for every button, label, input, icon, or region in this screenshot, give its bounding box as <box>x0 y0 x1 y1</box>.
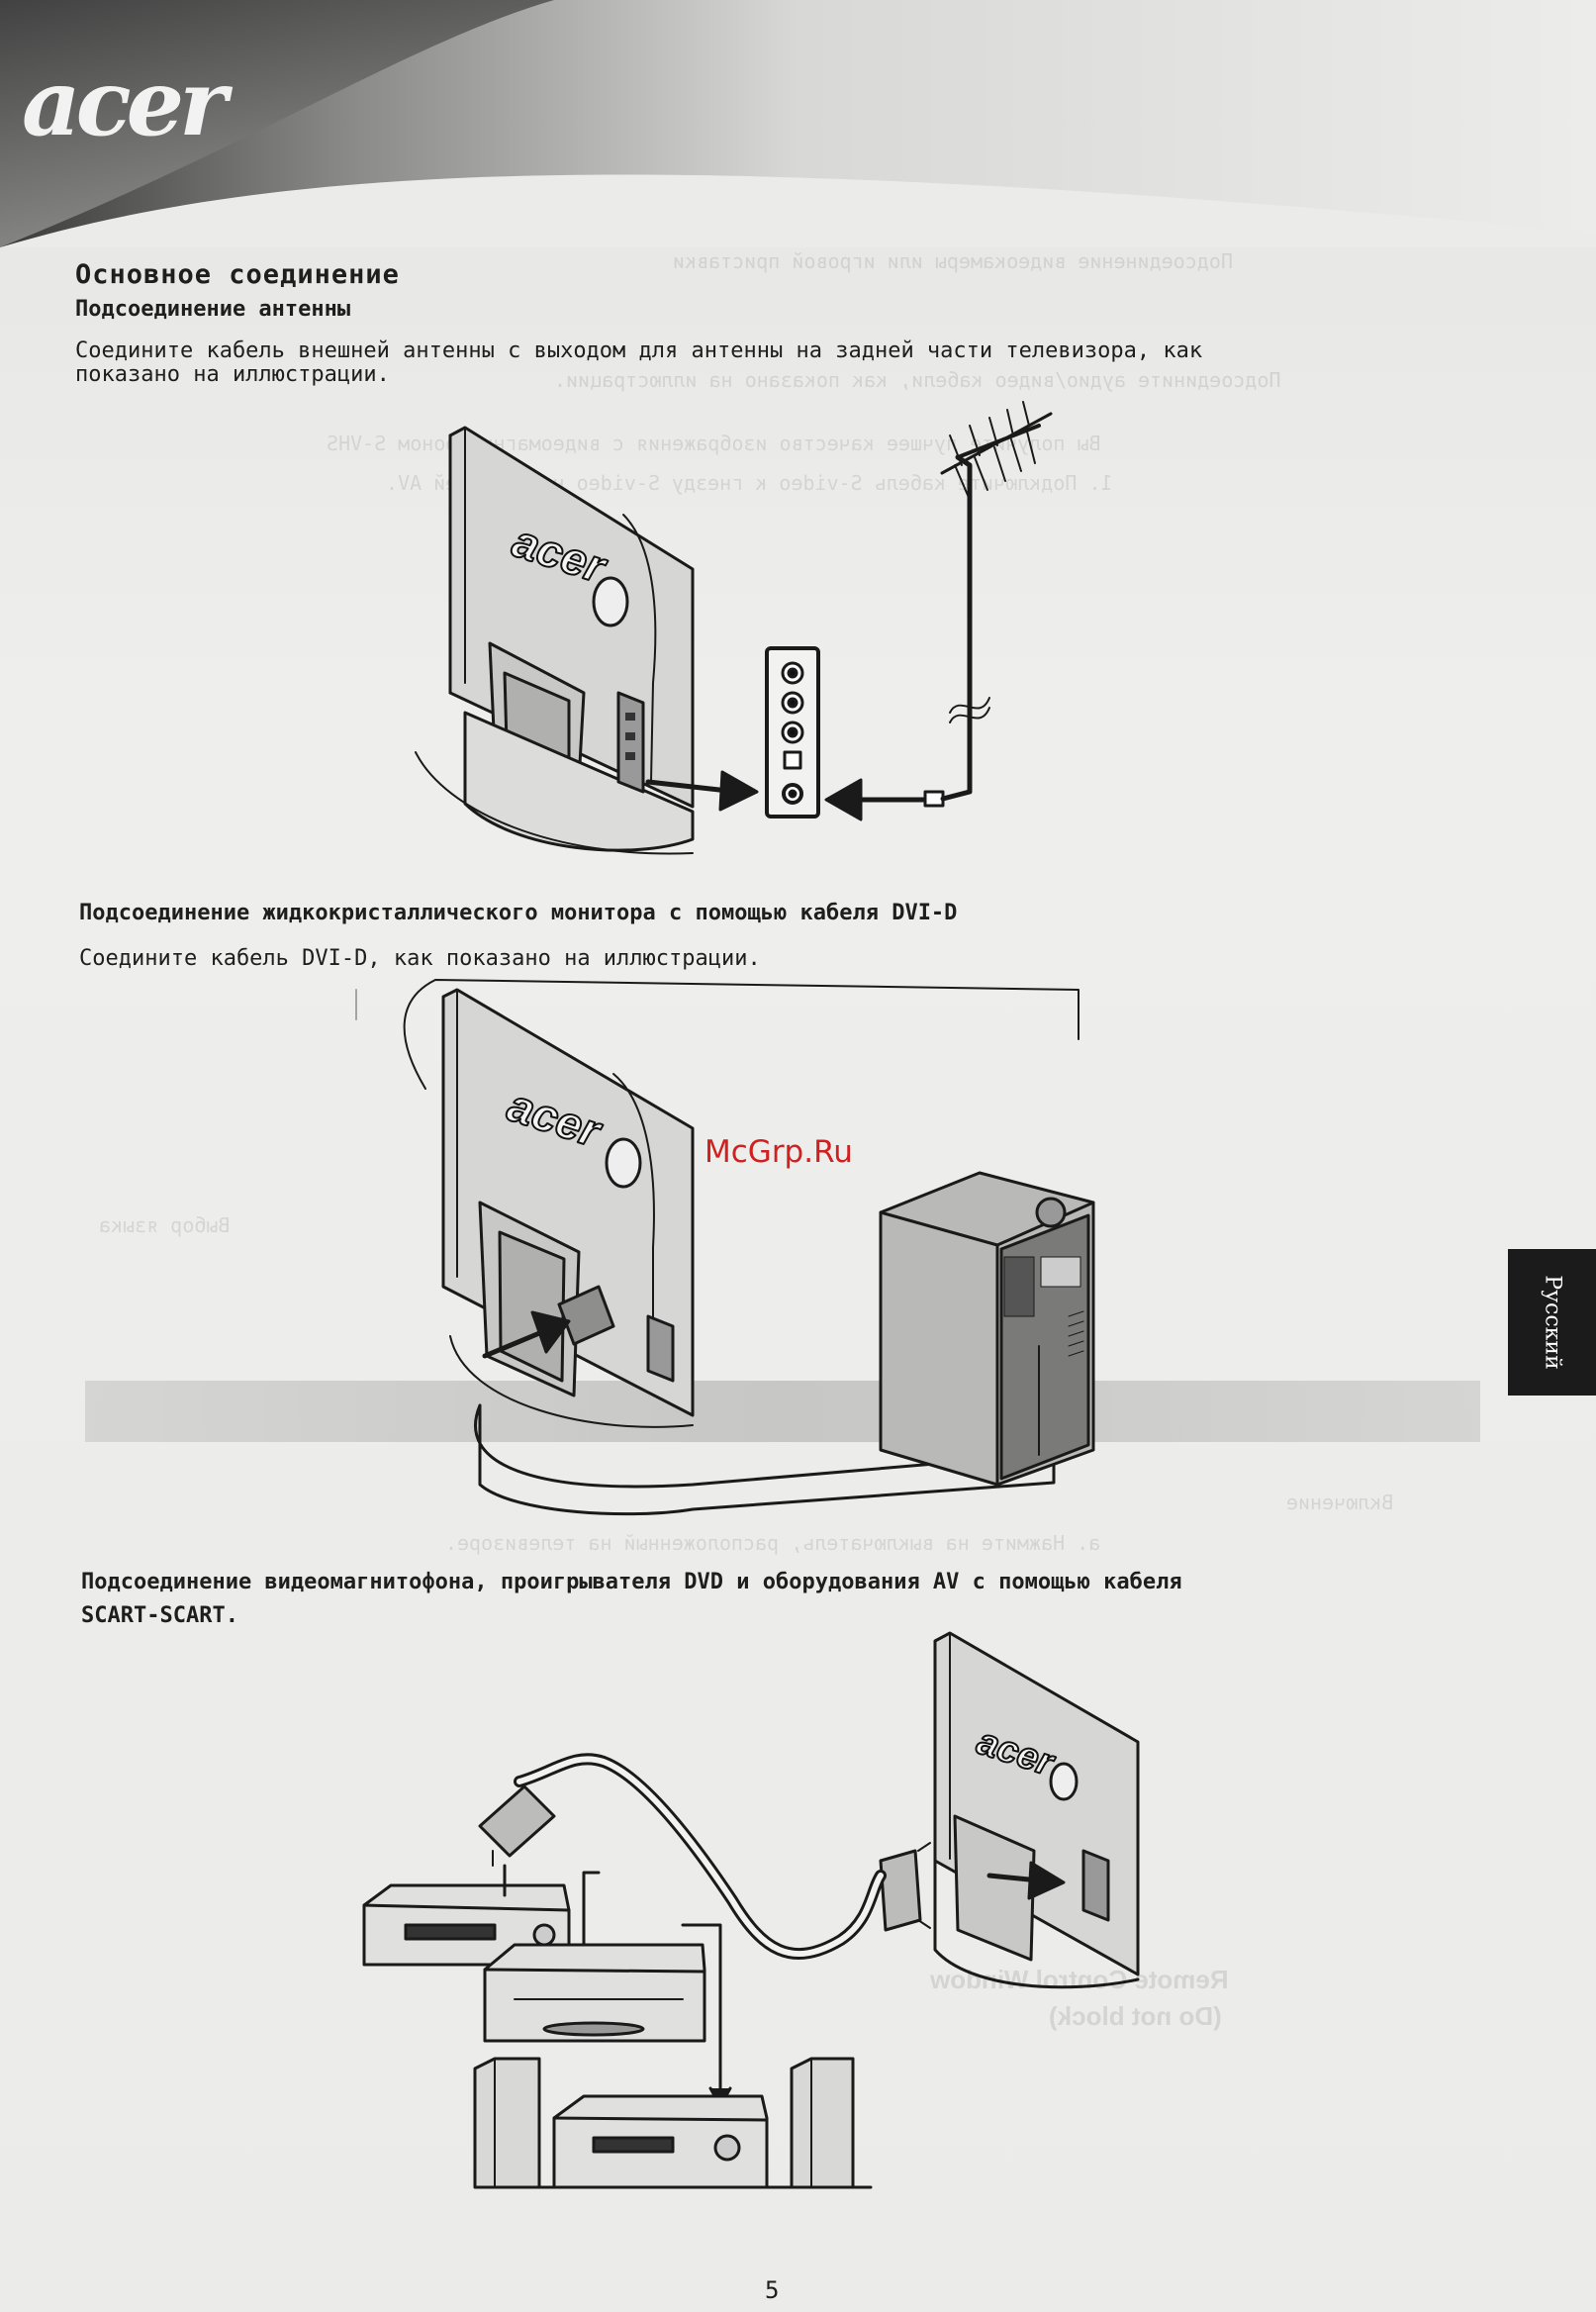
tv-dvi-pc-figure: acer <box>355 979 1095 1516</box>
scart-heading-line2: SCART-SCART. <box>81 1603 238 1628</box>
dvi-body: Соедините кабель DVI-D, как показано на … <box>79 946 761 971</box>
dvi-heading: Подсоединение жидкокристаллического мони… <box>79 901 958 925</box>
section-heading: Основное соединение <box>75 259 400 290</box>
header-band-shape <box>0 0 1596 247</box>
tv-scart-av-figure: acer <box>362 1631 1140 2189</box>
header-band: acer <box>0 0 1596 247</box>
watermark: McGrp.Ru <box>704 1134 853 1170</box>
bleed-gray-band <box>85 1381 1480 1442</box>
tv-rear-antenna-figure: acer <box>415 401 1053 855</box>
antenna-heading: Подсоединение антенны <box>75 297 351 322</box>
scart-heading-line1: Подсоединение видеомагнитофона, проигрыв… <box>81 1570 1182 1594</box>
antenna-body-line1: Соедините кабель внешней антенны с выход… <box>75 338 1203 363</box>
antenna-body-line2: показано на иллюстрации. <box>75 362 390 387</box>
acer-logo: acer <box>22 49 228 156</box>
page-number: 5 <box>765 2276 780 2304</box>
language-tab: Русский <box>1508 1249 1596 1396</box>
